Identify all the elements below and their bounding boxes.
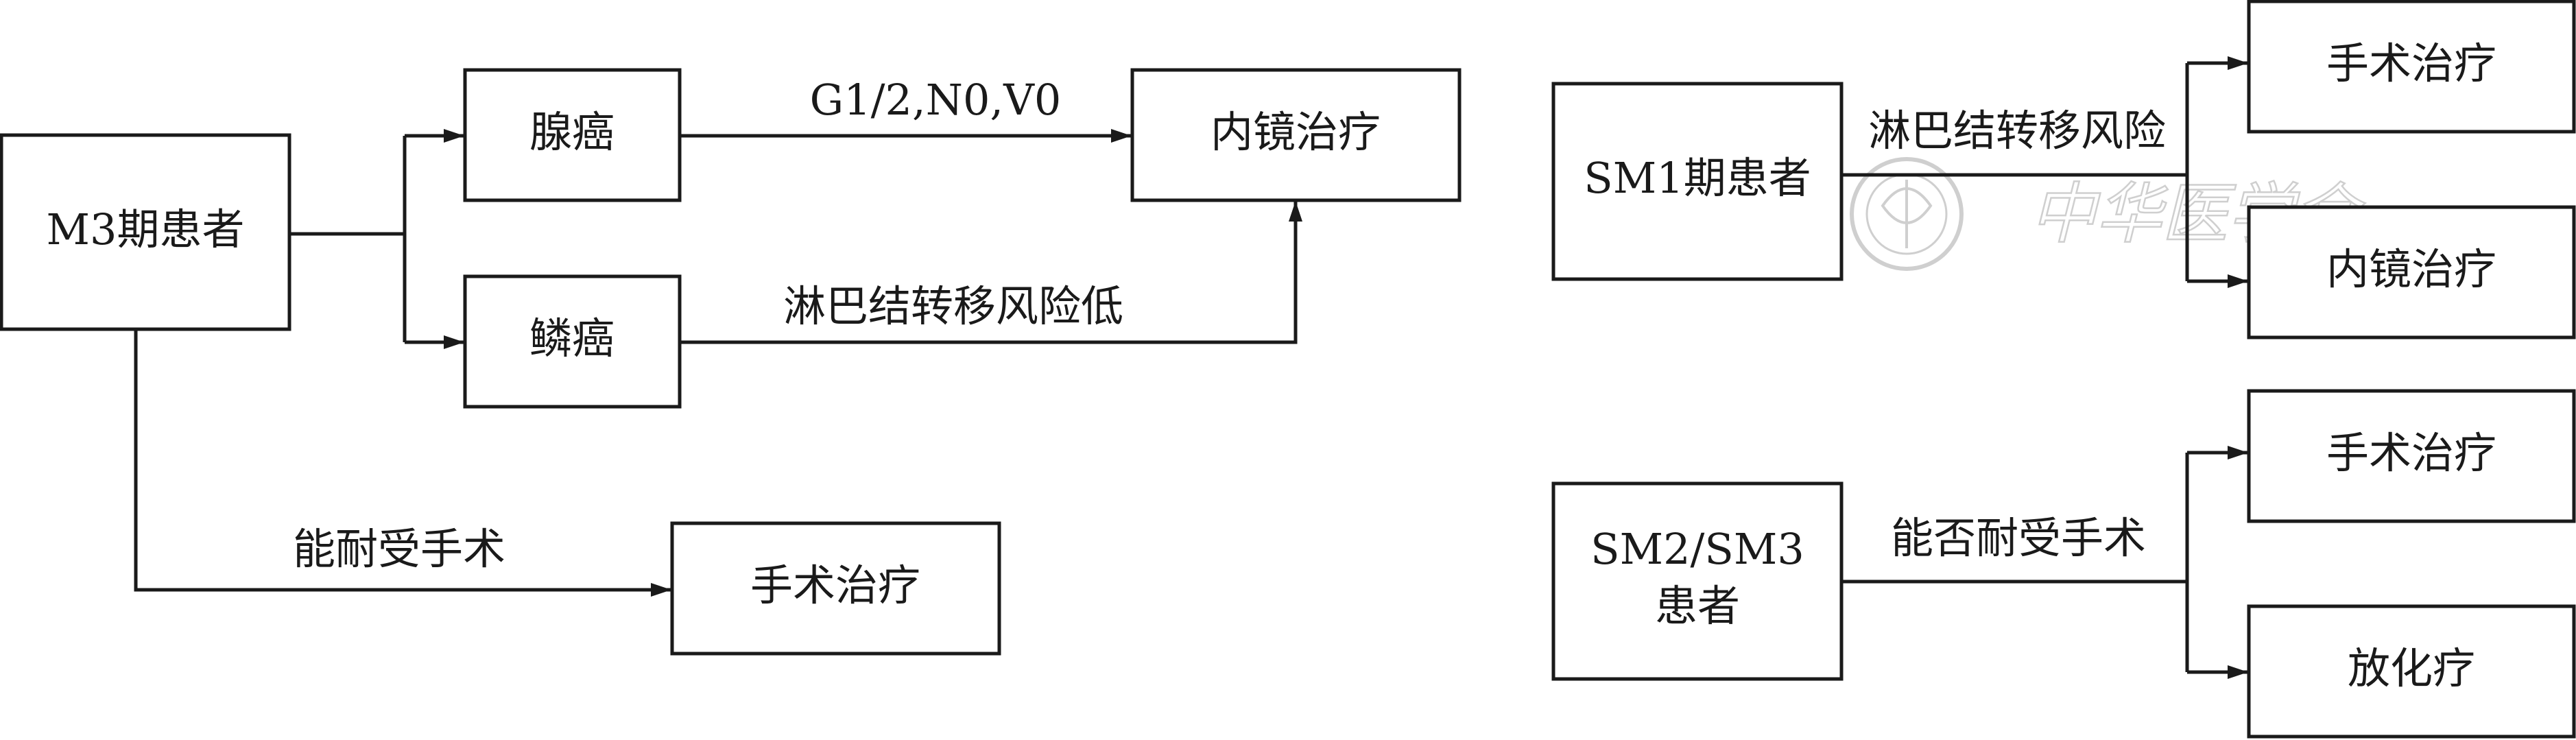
node-squamous-label: 鳞癌 <box>529 313 615 363</box>
node-sm1-patient-label: SM1期患者 <box>1584 153 1811 203</box>
edge-label-sm1-lymph-risk: 淋巴结转移风险 <box>1868 106 2166 156</box>
node-surgery-sm1: 手术治疗 <box>2247 0 2576 134</box>
node-endoscopic-left: 内镜治疗 <box>1130 68 1462 202</box>
node-surgery-left: 手术治疗 <box>670 521 1001 656</box>
node-adenocarcinoma: 腺癌 <box>463 68 682 202</box>
node-m3-patient: M3期患者 <box>0 133 291 331</box>
arrow-squamous-to-endoscopic <box>680 201 1302 344</box>
edge-label-sm23-tolerate-surgery: 能否耐受手术 <box>1891 513 2146 563</box>
edge-label-tolerate-surgery: 能耐受手术 <box>293 524 505 574</box>
node-surgery-sm1-label: 手术治疗 <box>2326 38 2496 88</box>
node-sm23-patient: SM2/SM3 患者 <box>1551 481 1844 681</box>
node-surgery-sm23: 手术治疗 <box>2247 389 2576 523</box>
node-endoscopic-sm1-label: 内镜治疗 <box>2326 244 2496 294</box>
node-endoscopic-left-label: 内镜治疗 <box>1211 107 1381 157</box>
node-endoscopic-sm1: 内镜治疗 <box>2247 205 2576 339</box>
node-surgery-left-label: 手术治疗 <box>750 560 920 610</box>
edge-label-squamous-condition: 淋巴结转移风险低 <box>783 281 1123 331</box>
node-chemoradio-label: 放化疗 <box>2348 643 2475 693</box>
edge-label-adeno-condition: G1/2,N0,V0 <box>810 75 1062 125</box>
node-sm23-patient-label-line1: SM2/SM3 <box>1590 524 1804 574</box>
node-sm23-patient-label-line2: 患者 <box>1655 581 1740 631</box>
node-surgery-sm23-label: 手术治疗 <box>2326 428 2496 478</box>
connectors-left <box>134 129 1302 597</box>
connectors-sm1 <box>1841 56 2248 288</box>
node-chemoradio: 放化疗 <box>2247 604 2576 739</box>
node-sm1-patient: SM1期患者 <box>1551 82 1844 281</box>
node-squamous: 鳞癌 <box>463 274 682 409</box>
connectors-sm23 <box>1841 446 2248 679</box>
node-m3-patient-label: M3期患者 <box>47 204 245 254</box>
arrow-m3-to-surgery <box>134 329 671 597</box>
node-adenocarcinoma-label: 腺癌 <box>529 107 615 157</box>
